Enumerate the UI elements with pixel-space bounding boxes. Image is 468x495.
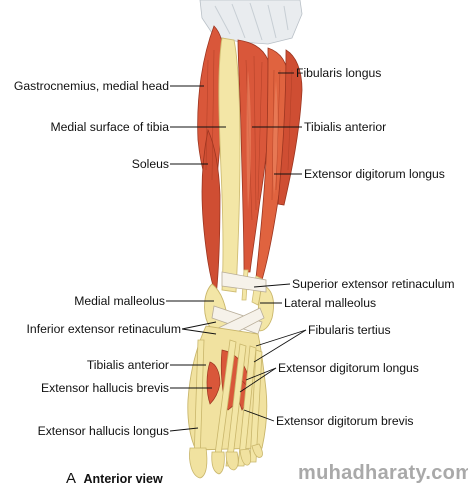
muscle-striations (205, 49, 293, 221)
leader-fibularis-tertius-2 (253, 329, 307, 363)
toes (189, 443, 263, 479)
leader-inferior-retinaculum-2 (181, 328, 217, 335)
toe-tendons (193, 339, 263, 467)
label-tibialis-anterior: Tibialis anterior (304, 120, 387, 134)
leader-superior-retinaculum (253, 283, 291, 288)
label-extensor-hallucis-brevis: Extensor hallucis brevis (40, 381, 169, 395)
leader-extensor-digitorum-longus-foot-1 (245, 367, 277, 381)
tibia-shape (218, 37, 241, 293)
label-fibularis-tertius: Fibularis tertius (308, 323, 391, 337)
leader-extensor-digitorum-brevis (243, 409, 275, 422)
label-tibialis-anterior-foot: Tibialis anterior (86, 358, 169, 372)
label-extensor-digitorum-brevis: Extensor digitorum brevis (276, 414, 414, 428)
label-medial-surface-of-tibia: Medial surface of tibia (50, 120, 169, 134)
label-inferior-extensor-retinaculum: Inferior extensor retinaculum (26, 322, 181, 336)
leader-extensor-hallucis-longus (169, 427, 199, 432)
leader-extensor-digitorum-longus-foot-2 (239, 367, 277, 393)
muscle-highlights (246, 70, 278, 210)
caption-text: Anterior view (83, 472, 163, 486)
label-extensor-digitorum-longus-foot: Extensor digitorum longus (278, 361, 419, 375)
label-extensor-hallucis-longus: Extensor hallucis longus (37, 424, 169, 438)
watermark: muhadharaty.com (298, 462, 468, 484)
caption-letter: A (66, 470, 77, 487)
figure-caption: A Anterior view (66, 470, 163, 487)
leader-fibularis-tertius-1 (255, 329, 307, 347)
label-medial-malleolus: Medial malleolus (74, 294, 165, 308)
label-soleus: Soleus (131, 157, 169, 171)
label-gastrocnemius-medial-head: Gastrocnemius, medial head (13, 79, 169, 93)
label-superior-extensor-retinaculum: Superior extensor retinaculum (292, 277, 455, 291)
label-lateral-malleolus: Lateral malleolus (284, 296, 377, 310)
knee-fascia (199, 0, 303, 45)
knee-fascia-strands (214, 2, 289, 41)
label-fibularis-longus: Fibularis longus (296, 66, 382, 80)
label-extensor-digitorum-longus: Extensor digitorum longus (304, 167, 445, 181)
leader-inferior-retinaculum-1 (181, 321, 217, 330)
